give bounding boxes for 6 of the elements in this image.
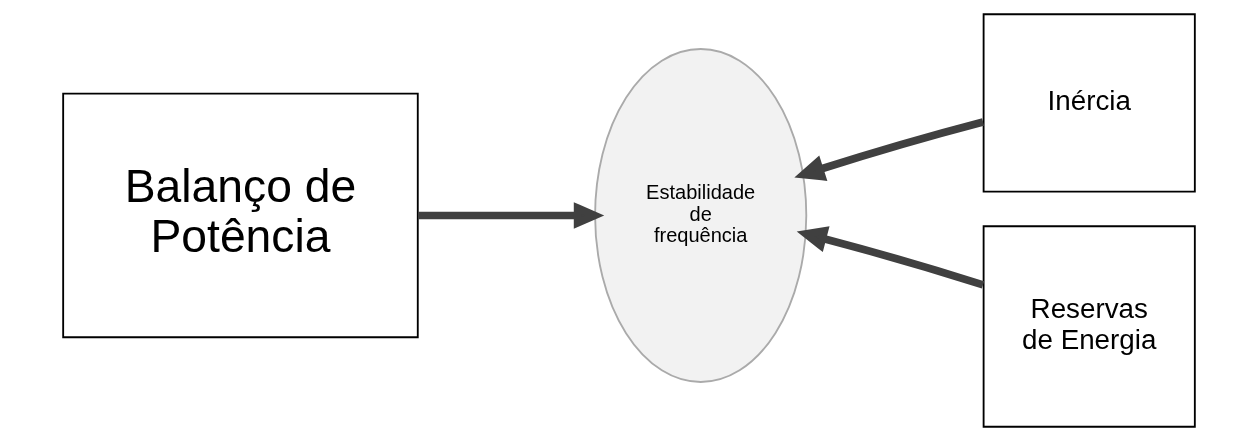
node-box: Reservas de Energia [982,225,1196,428]
node-ellipse: Estabilidade de frequência [593,48,807,383]
node-box: Inércia [982,13,1196,193]
arrow [793,118,984,181]
arrow [796,226,984,289]
node-box: Balanço de Potência [61,92,419,339]
